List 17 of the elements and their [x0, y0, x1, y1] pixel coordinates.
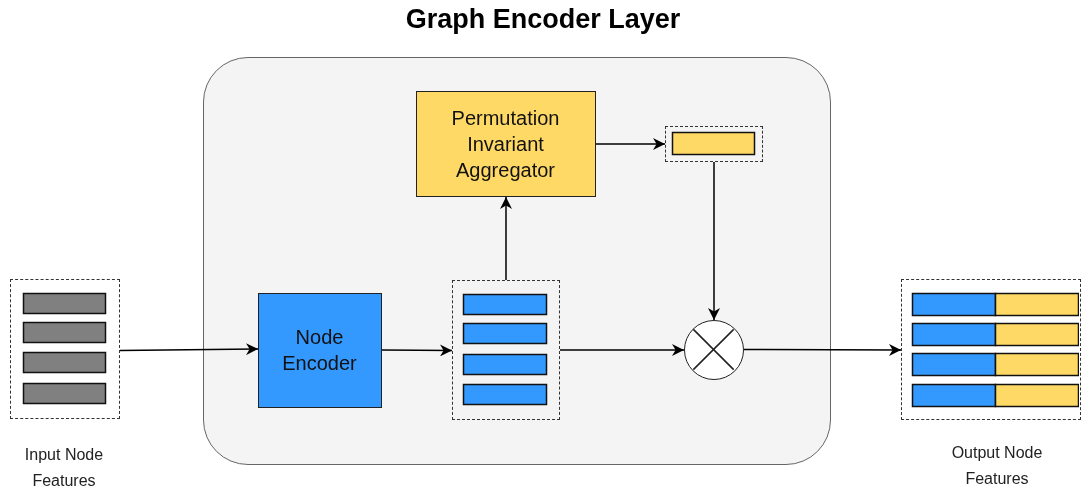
feature-group: [901, 279, 1081, 420]
feature-group: [10, 279, 120, 419]
node-caption: Output Node Features: [950, 443, 1044, 486]
arrow: [708, 161, 720, 321]
process-box: Node Encoder: [257, 292, 382, 408]
arrow: [743, 343, 902, 356]
arrow: [559, 344, 685, 356]
arrow: [119, 343, 259, 356]
diagram-title: Graph Encoder Layer: [404, 4, 682, 35]
arrow: [595, 138, 666, 150]
process-box: Permutation Invariant Aggregator: [415, 90, 596, 197]
feature-group: [451, 279, 560, 420]
node-caption: Input Node Features: [23, 445, 105, 486]
feature-group: [664, 125, 763, 162]
arrow: [500, 196, 512, 281]
arrow: [381, 344, 453, 357]
layer-panel: [203, 57, 831, 465]
